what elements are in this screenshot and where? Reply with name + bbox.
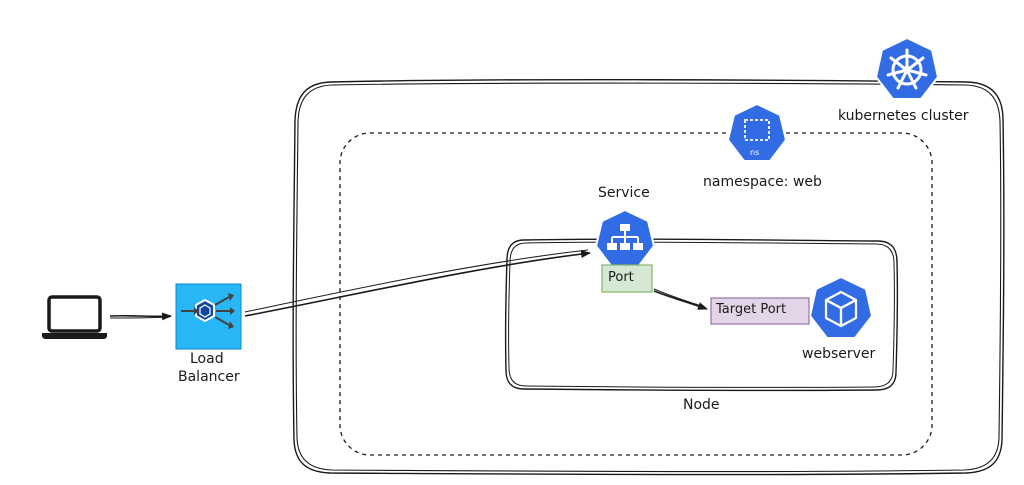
pod-cube-icon [808,275,874,339]
cluster-label: kubernetes cluster [838,108,969,124]
load-balancer-icon [175,283,242,350]
load-balancer-label-line1: Load [190,351,224,367]
port-box [601,264,653,293]
node-label: Node [683,397,720,413]
arrow-lb-to-service [244,249,591,317]
load-balancer-label-line2: Balancer [178,369,240,385]
service-label: Service [598,185,650,201]
kubernetes-wheel-icon [874,36,940,100]
port-label: Port [608,270,634,285]
namespace-icon-text: ns [750,148,760,157]
target-port-box [710,297,810,325]
namespace-icon [726,102,788,162]
arrow-client-to-lb [109,312,172,321]
node-boundary [504,238,899,392]
namespace-label: namespace: web [703,174,822,190]
arrow-port-to-target [653,288,708,310]
service-icon [594,208,656,268]
namespace-boundary [339,132,933,456]
laptop-icon [42,295,107,339]
target-port-label: Target Port [716,302,787,317]
webserver-label: webserver [802,346,876,362]
